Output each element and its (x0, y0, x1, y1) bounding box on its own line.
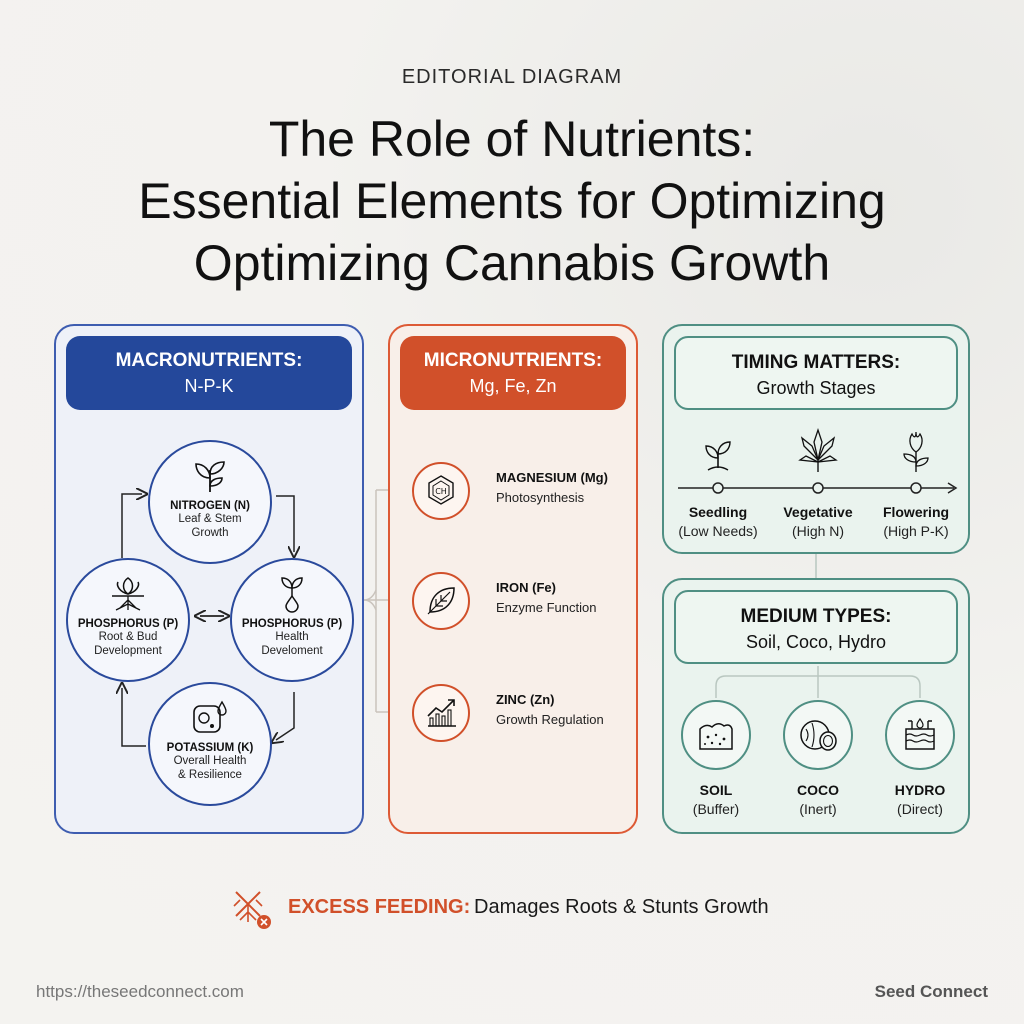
growth-timeline (678, 427, 958, 494)
medium-soil: SOIL (Buffer) (671, 700, 761, 817)
coco-desc: (Inert) (799, 801, 837, 817)
phosphorus-root-node: PHOSPHORUS (P) Root & Bud Development (66, 558, 190, 682)
potassium-desc-1: Overall Health (173, 755, 247, 767)
soil-name: SOIL (699, 782, 733, 798)
macronutrients-subtitle: N-P-K (184, 376, 234, 396)
footer-brand: Seed Connect (874, 982, 988, 1001)
warning-text: Damages Roots & Stunts Growth (474, 896, 769, 918)
stage-seedling: Seedling (Low Needs) (670, 504, 766, 539)
medium-subtitle: Soil, Coco, Hydro (745, 632, 887, 652)
phosphorus-root-desc-1: Root & Bud (98, 631, 158, 643)
potassium-name: POTASSIUM (K) (166, 742, 254, 754)
magnesium-item: CH MAGNESIUM (Mg) Photosynthesis (412, 462, 632, 532)
magnesium-desc: Photosynthesis (496, 490, 585, 505)
nitrogen-desc-2: Growth (191, 527, 229, 539)
hydro-icon (885, 700, 955, 770)
npk-cycle-arrows (56, 326, 366, 747)
flowering-desc: (High P-K) (883, 523, 949, 539)
nitrogen-name: NITROGEN (N) (170, 500, 250, 512)
phosphorus-health-desc-2: Develoment (261, 645, 323, 657)
iron-name: IRON (Fe) (496, 580, 556, 595)
vegetative-desc: (High N) (791, 523, 845, 539)
medium-hydro: HYDRO (Direct) (875, 700, 965, 817)
cannabis-leaf-icon (798, 427, 838, 472)
stage-vegetative: Vegetative (High N) (770, 504, 866, 539)
sprout-icon (195, 461, 225, 492)
soil-icon (681, 700, 751, 770)
medium-coco: COCO (Inert) (773, 700, 863, 817)
cell-droplet-icon (193, 700, 227, 733)
phosphorus-health-name: PHOSPHORUS (P) (241, 618, 343, 630)
timing-panel: TIMING MATTERS: Growth Stages (662, 324, 970, 554)
phosphorus-health-node: PHOSPHORUS (P) Health Develoment (230, 558, 354, 682)
macronutrients-header: MACRONUTRIENTS: N-P-K (66, 336, 352, 410)
zinc-item: ZINC (Zn) Growth Regulation (412, 684, 632, 754)
flowering-name: Flowering (882, 504, 950, 520)
hydro-name: HYDRO (894, 782, 946, 798)
title-line-3: Optimizing Cannabis Growth (193, 235, 831, 291)
macronutrients-panel: MACRONUTRIENTS: N-P-K NITROGEN (N) Leaf … (54, 324, 364, 834)
eyebrow-label: EDITORIAL DIAGRAM (401, 66, 623, 88)
iron-item: IRON (Fe) Enzyme Function (412, 572, 632, 642)
leaf-icon (412, 572, 470, 630)
title-line-2: Essential Elements for Optimizing (138, 173, 886, 229)
seedling-icon (705, 441, 731, 471)
zinc-desc: Growth Regulation (496, 712, 604, 727)
zinc-name: ZINC (Zn) (496, 692, 555, 707)
medium-branches (715, 666, 921, 698)
micronutrients-header: MICRONUTRIENTS: Mg, Fe, Zn (400, 336, 626, 410)
timing-header: TIMING MATTERS: Growth Stages (674, 336, 958, 410)
seedling-desc: (Low Needs) (678, 523, 758, 539)
phosphorus-root-desc-2: Development (94, 645, 162, 657)
magnesium-name: MAGNESIUM (Mg) (496, 470, 608, 485)
excess-feeding-warning: EXCESS FEEDING: Damages Roots & Stunts G… (230, 891, 830, 929)
droplet-plant-icon (281, 577, 303, 613)
stage-flowering: Flowering (High P-K) (868, 504, 964, 539)
macronutrients-title: MACRONUTRIENTS: (115, 350, 303, 371)
footer-url[interactable]: https://theseedconnect.com (36, 982, 244, 1001)
phosphorus-health-desc-1: Health (275, 631, 309, 643)
warning-label: EXCESS FEEDING: (288, 896, 471, 918)
vegetative-name: Vegetative (783, 504, 853, 520)
molecule-icon: CH (412, 462, 470, 520)
timing-title: TIMING MATTERS: (731, 352, 901, 373)
title-line-1: The Role of Nutrients: (268, 111, 756, 167)
page-title: The Role of Nutrients: Essential Element… (0, 108, 1024, 294)
soil-desc: (Buffer) (692, 801, 740, 817)
roots-icon (112, 577, 144, 611)
coco-name: COCO (797, 782, 839, 798)
iron-desc: Enzyme Function (496, 600, 597, 615)
micronutrients-subtitle: Mg, Fe, Zn (469, 376, 557, 396)
damaged-roots-icon (233, 891, 271, 929)
flower-icon (903, 431, 929, 472)
coconut-icon (783, 700, 853, 770)
nitrogen-node: NITROGEN (N) Leaf & Stem Growth (148, 440, 272, 564)
potassium-node: POTASSIUM (K) Overall Health & Resilienc… (148, 682, 272, 806)
nitrogen-desc-1: Leaf & Stem (178, 513, 242, 525)
micronutrients-title: MICRONUTRIENTS: (423, 350, 603, 371)
growth-chart-icon (412, 684, 470, 742)
potassium-desc-2: & Resilience (178, 769, 242, 781)
medium-title: MEDIUM TYPES: (740, 606, 892, 627)
micronutrients-panel: MICRONUTRIENTS: Mg, Fe, Zn CH MAGNESIUM … (388, 324, 638, 834)
hydro-desc: (Direct) (897, 801, 943, 817)
molecule-label: CH (435, 487, 447, 496)
seedling-name: Seedling (688, 504, 748, 520)
medium-header: MEDIUM TYPES: Soil, Coco, Hydro (674, 590, 958, 664)
phosphorus-root-name: PHOSPHORUS (P) (77, 618, 179, 630)
timing-subtitle: Growth Stages (756, 378, 876, 398)
medium-panel: MEDIUM TYPES: Soil, Coco, Hydro SOIL (Bu… (662, 578, 970, 834)
